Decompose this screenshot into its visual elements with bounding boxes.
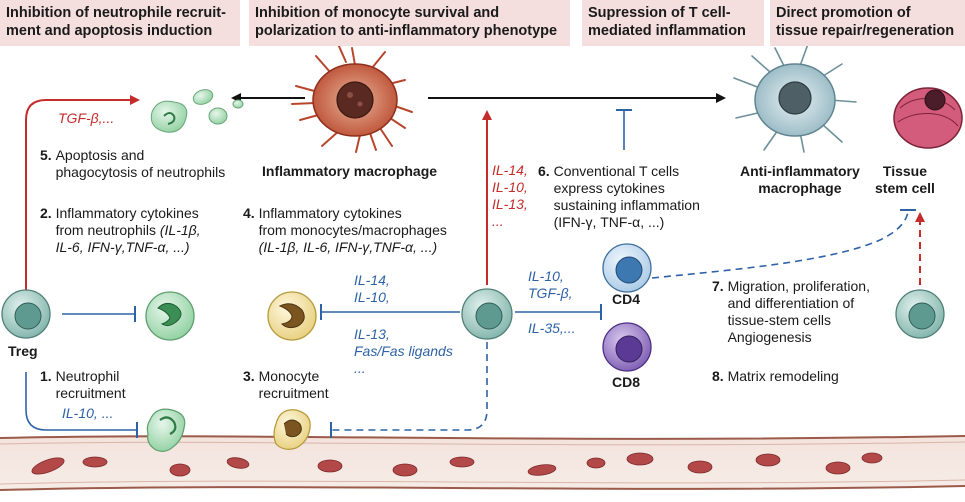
- step-2-text: Inflammatory cytokines from neutrophils …: [56, 205, 201, 256]
- treg-cell-right: [895, 289, 945, 339]
- cytokine-il-red: IL-14, IL-10, IL-13, ...: [492, 162, 528, 229]
- step-6-number: 6.: [538, 163, 550, 179]
- monocyte-extravasating: [273, 409, 311, 450]
- monocyte-cell: [267, 291, 317, 341]
- header-tcell-suppression: Supression of T cell- mediated inflammat…: [582, 0, 764, 46]
- step-1: 1. Neutrophil recruitment: [40, 368, 126, 402]
- cd8-cell: [602, 322, 652, 372]
- step-2-number: 2.: [40, 205, 52, 221]
- label-anti-inflammatory-macrophage: Anti-inflammatory macrophage: [740, 163, 860, 196]
- step-8: 8. Matrix remodeling: [712, 368, 839, 385]
- step-7: 7. Migration, proliferation, and differe…: [712, 278, 870, 346]
- anti-inflammatory-macrophage: [733, 43, 857, 153]
- step-5: 5. Apoptosis and phagocytosis of neutrop…: [40, 147, 225, 181]
- step-7-number: 7.: [712, 278, 724, 294]
- treg-cell-left: [1, 289, 51, 339]
- step-4: 4. Inflammatory cytokines from monocytes…: [243, 205, 447, 256]
- step-6: 6. Conventional T cells express cytokine…: [538, 163, 700, 231]
- tissue-stem-cell: [893, 87, 963, 149]
- step-2-text-a: Inflammatory cytokines from neutrophils: [55, 205, 199, 238]
- step-3: 3. Monocyte recruitment: [243, 368, 329, 402]
- blood-vessel: [0, 435, 965, 491]
- step-4-text-b: (IL-1β, IL-6, IFN-γ,TNF-α, ...): [258, 239, 438, 255]
- header-tissue-repair: Direct promotion of tissue repair/regene…: [770, 0, 965, 46]
- step-3-number: 3.: [243, 368, 255, 384]
- step-3-text: Monocyte recruitment: [258, 368, 329, 401]
- neutrophil-cell: [145, 291, 195, 341]
- step-8-text: Matrix remodeling: [727, 368, 839, 384]
- inhibit-treg-monocyte-recruitment: [332, 342, 488, 431]
- step-4-text-a: Inflammatory cytokines from monocytes/ma…: [258, 205, 447, 238]
- step-5-number: 5.: [40, 147, 52, 163]
- label-tissue-stem-cell: Tissue stem cell: [875, 163, 935, 196]
- inhibit-treg-recruitment: [25, 372, 136, 431]
- cd4-cell: [602, 243, 652, 293]
- step-6-text: Conventional T cells express cytokines s…: [553, 163, 700, 230]
- label-cd8: CD8: [612, 374, 641, 390]
- step-4-text: Inflammatory cytokines from monocytes/ma…: [259, 205, 447, 256]
- apoptotic-neutrophils: [150, 89, 244, 133]
- step-1-text: Neutrophil recruitment: [55, 368, 126, 401]
- cytokine-tgf-beta-red: TGF-β,...: [58, 110, 115, 126]
- header-monocyte-inhibition: Inhibition of monocyte survival and pola…: [249, 0, 570, 46]
- cytokine-tcell-top: IL-10, TGF-β,: [528, 268, 573, 301]
- step-2: 2. Inflammatory cytokines from neutrophi…: [40, 205, 201, 256]
- red-blood-cells: [31, 452, 883, 477]
- step-8-number: 8.: [712, 368, 724, 384]
- cytokine-monocyte-bottom: IL-13, Fas/Fas ligands ...: [354, 326, 453, 376]
- inhibit-cd4-stemcell: [651, 211, 909, 279]
- label-inflammatory-macrophage: Inflammatory macrophage: [262, 163, 438, 179]
- neutrophil-extravasating: [146, 408, 186, 452]
- label-treg: Treg: [8, 343, 38, 359]
- step-5-text: Apoptosis and phagocytosis of neutrophil…: [55, 147, 226, 180]
- arrow-treg-to-neutrophils: [25, 95, 140, 290]
- step-7-text: Migration, proliferation, and differenti…: [727, 278, 870, 345]
- cytokine-il10-blue: IL-10, ...: [62, 405, 114, 421]
- step-2-text-b: (IL-1β, IL-6, IFN-γ,TNF-α, ...): [55, 222, 201, 255]
- cytokine-tcell-bottom: IL-35,...: [528, 320, 576, 336]
- header-neutrophil-inhibition: Inhibition of neutrophile recruit- ment …: [0, 0, 240, 46]
- step-1-number: 1.: [40, 368, 52, 384]
- label-cd4: CD4: [612, 291, 641, 307]
- treg-cell-middle: [461, 288, 513, 340]
- step-4-number: 4.: [243, 205, 255, 221]
- cytokine-monocyte-top: IL-14, IL-10,: [354, 272, 390, 305]
- inflammatory-macrophage: [291, 43, 413, 153]
